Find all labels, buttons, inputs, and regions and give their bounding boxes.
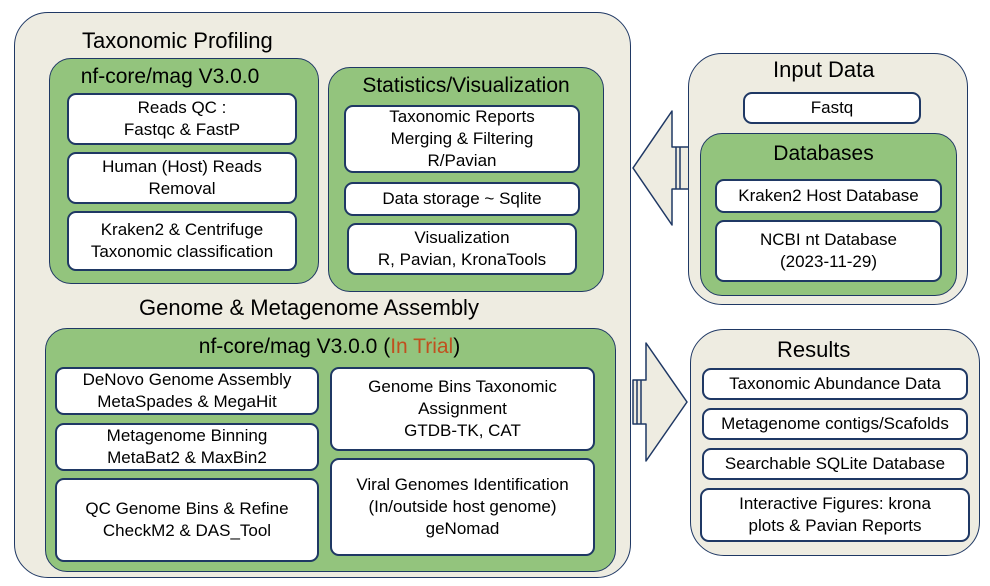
in-trial-label: In Trial	[390, 335, 454, 358]
viral-line-3: geNomad	[425, 519, 500, 538]
assembly-title-prefix: nf-core/mag V3.0.0 (	[198, 335, 391, 358]
visualization-line-2: R, Pavian, KronaTools	[377, 250, 547, 269]
ncbi-nt-line-1: NCBI nt Database	[759, 230, 897, 249]
reports-line-3: R/Pavian	[427, 151, 497, 170]
figures-line-1: Interactive Figures: krona	[739, 494, 931, 513]
contigs-label: Metagenome contigs/Scafolds	[721, 414, 949, 433]
results-title: Results	[777, 337, 851, 362]
input-data-panel: Input Data Fastq Databases Kraken2 Host …	[688, 53, 968, 305]
input-to-profiling-arrow-icon	[632, 110, 690, 226]
fastq-label: Fastq	[810, 98, 854, 117]
visualization-line-1: Visualization	[414, 228, 510, 247]
assignment-line-2: Assignment	[418, 399, 507, 418]
databases-group: Databases Kraken2 Host Database NCBI nt …	[700, 133, 957, 296]
viral-genomes-box: Viral Genomes Identification (In/outside…	[330, 458, 595, 556]
qc-genome-bins-box: QC Genome Bins & Refine CheckM2 & DAS_To…	[55, 478, 319, 562]
statistics-visualization-title: Statistics/Visualization	[362, 74, 570, 97]
sqlite-db-label: Searchable SQLite Database	[724, 454, 946, 473]
visualization-box: Visualization R, Pavian, KronaTools	[347, 223, 577, 275]
taxonomic-profiling-title: Taxonomic Profiling	[82, 28, 273, 53]
ncbi-nt-line-2: (2023-11-29)	[779, 252, 878, 271]
taxonomic-classification-box: Kraken2 & Centrifuge Taxonomic classific…	[67, 211, 297, 271]
qc-bins-line-2: CheckM2 & DAS_Tool	[102, 521, 272, 540]
classification-line-1: Kraken2 & Centrifuge	[100, 220, 264, 239]
kraken2-host-db-label: Kraken2 Host Database	[738, 186, 919, 205]
assembly-to-results-arrow-icon	[632, 342, 688, 462]
main-panel: Taxonomic Profiling nf-core/mag V3.0.0 R…	[14, 12, 631, 578]
bins-taxonomic-assignment-box: Genome Bins Taxonomic Assignment GTDB-TK…	[330, 367, 595, 451]
fastq-box: Fastq	[743, 92, 921, 124]
data-storage-label: Data storage ~ Sqlite	[382, 189, 542, 208]
binning-line-2: MetaBat2 & MaxBin2	[107, 448, 267, 467]
assignment-line-1: Genome Bins Taxonomic	[368, 377, 557, 396]
interactive-figures-box: Interactive Figures: krona plots & Pavia…	[700, 488, 970, 542]
host-removal-box: Human (Host) Reads Removal	[67, 152, 297, 204]
reports-line-1: Taxonomic Reports	[389, 107, 535, 126]
statistics-visualization-group: Statistics/Visualization Taxonomic Repor…	[328, 67, 604, 292]
figures-line-2: plots & Pavian Reports	[748, 516, 922, 535]
denovo-line-1: DeNovo Genome Assembly	[82, 370, 292, 389]
nfcore-assembly-title: nf-core/mag V3.0.0 (In Trial)	[44, 334, 615, 360]
results-panel: Results Taxonomic Abundance Data Metagen…	[690, 329, 980, 556]
sqlite-db-box: Searchable SQLite Database	[702, 448, 968, 480]
assignment-line-3: GTDB-TK, CAT	[404, 421, 521, 440]
abundance-data-box: Taxonomic Abundance Data	[702, 368, 968, 400]
viral-line-2: (In/outside host genome)	[368, 497, 557, 516]
nfcore-assembly-group: nf-core/mag V3.0.0 (In Trial) DeNovo Gen…	[45, 328, 616, 572]
databases-title: Databases	[773, 142, 874, 165]
classification-line-2: Taxonomic classification	[90, 242, 274, 261]
reads-qc-box: Reads QC : Fastqc & FastP	[67, 93, 297, 145]
assembly-title: Genome & Metagenome Assembly	[139, 295, 479, 320]
denovo-line-2: MetaSpades & MegaHit	[97, 392, 277, 411]
host-removal-line-2: Removal	[148, 179, 216, 198]
data-storage-box: Data storage ~ Sqlite	[344, 182, 580, 216]
viral-line-1: Viral Genomes Identification	[356, 475, 569, 494]
kraken2-host-db-box: Kraken2 Host Database	[715, 179, 942, 213]
qc-bins-line-1: QC Genome Bins & Refine	[85, 499, 289, 518]
reads-qc-line-2: Fastqc & FastP	[123, 120, 241, 139]
contigs-box: Metagenome contigs/Scafolds	[702, 408, 968, 440]
reads-qc-line-1: Reads QC :	[137, 98, 227, 117]
input-data-title: Input Data	[773, 57, 875, 82]
taxonomic-reports-box: Taxonomic Reports Merging & Filtering R/…	[344, 105, 580, 173]
binning-line-1: Metagenome Binning	[106, 426, 268, 445]
metagenome-binning-box: Metagenome Binning MetaBat2 & MaxBin2	[55, 423, 319, 471]
nfcore-profiling-group: nf-core/mag V3.0.0 Reads QC : Fastqc & F…	[49, 58, 319, 284]
host-removal-line-1: Human (Host) Reads	[102, 157, 262, 176]
denovo-assembly-box: DeNovo Genome Assembly MetaSpades & Mega…	[55, 367, 319, 415]
ncbi-nt-db-box: NCBI nt Database (2023-11-29)	[715, 220, 942, 282]
nfcore-profiling-title: nf-core/mag V3.0.0	[80, 65, 260, 88]
abundance-data-label: Taxonomic Abundance Data	[729, 374, 941, 393]
reports-line-2: Merging & Filtering	[390, 129, 534, 148]
assembly-title-suffix: )	[453, 335, 461, 358]
